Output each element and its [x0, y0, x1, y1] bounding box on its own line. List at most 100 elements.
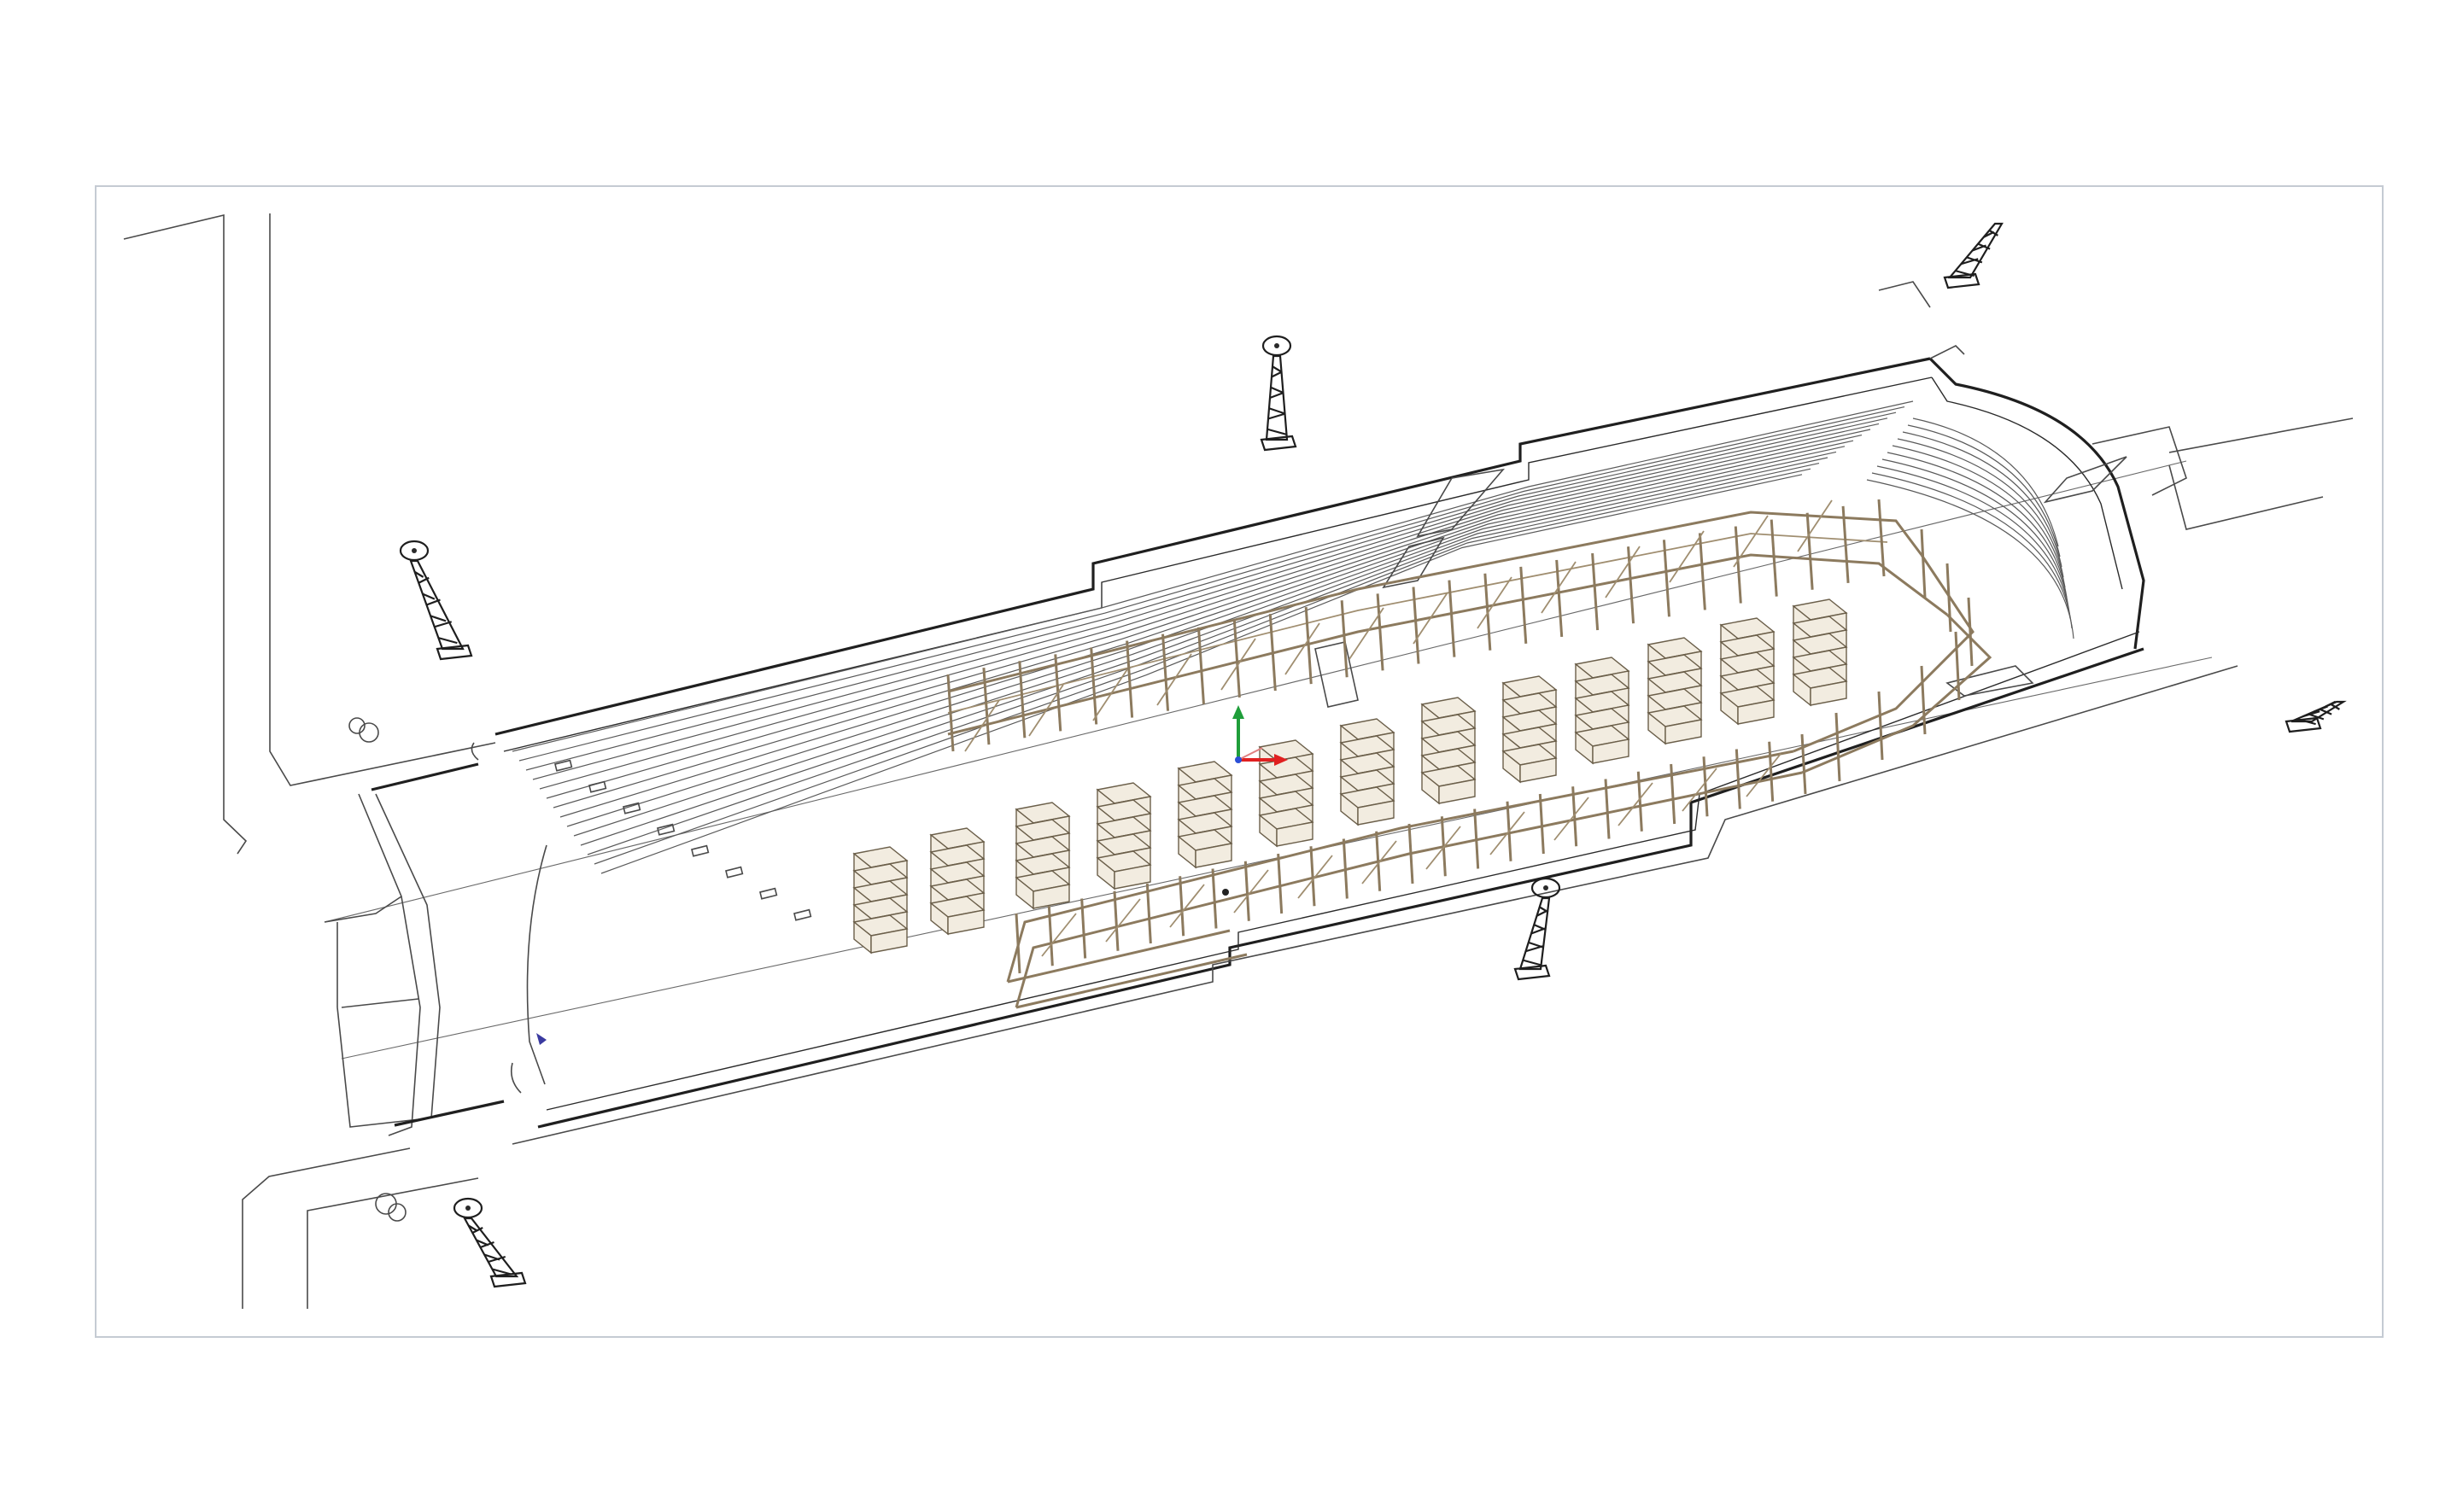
scaffold-post	[1662, 540, 1670, 617]
bale	[1519, 757, 1557, 783]
mast-lattice-bar	[422, 593, 436, 600]
mast-lattice-bar	[1530, 927, 1546, 935]
mast-lattice-bar	[1972, 244, 1986, 252]
scaffold-post	[1920, 528, 1927, 598]
tier-step	[588, 780, 607, 793]
scaffold-brace	[1233, 869, 1269, 914]
scaffold-brace	[964, 699, 1000, 752]
scaffold-post	[1805, 512, 1814, 590]
scaffold-brace	[1092, 668, 1128, 721]
scaffold-rail	[1801, 613, 1992, 774]
bale-stack	[1420, 697, 1477, 805]
bale	[1810, 680, 1847, 706]
curved-tribune	[1866, 417, 2074, 639]
seating-tier-line	[573, 451, 1837, 837]
mast-lattice-bar	[1522, 959, 1542, 966]
scaffold-post	[1841, 505, 1850, 583]
scaffold-post	[1735, 749, 1741, 809]
mast-lattice-bar	[1269, 391, 1284, 400]
bale	[1033, 884, 1070, 909]
scaffold-post	[1232, 620, 1241, 698]
tier-step	[691, 844, 710, 857]
scaffold-post	[1945, 563, 1952, 633]
scaffold-brace	[1169, 884, 1205, 928]
bollards	[348, 717, 407, 1222]
mast-base	[1260, 435, 1297, 452]
mast-lattice-bar	[480, 1241, 494, 1249]
scaffold-rail	[1793, 554, 1974, 753]
scaffold-post	[1376, 593, 1384, 671]
bale	[1357, 800, 1395, 826]
mast-lattice-bar	[1983, 231, 1995, 238]
scaffold-post	[1519, 566, 1528, 644]
mast-lattice-bar	[1536, 909, 1547, 917]
scaffold-rail	[947, 511, 1923, 693]
scaffold-post	[1770, 519, 1778, 597]
mast-lattice-bar	[1267, 428, 1287, 435]
mast-lamp-core	[465, 1206, 471, 1211]
scaffold-brace	[1733, 515, 1769, 568]
bale-stack	[1177, 761, 1233, 869]
scaffold-post	[1698, 533, 1706, 610]
scaffold-post	[1555, 559, 1564, 638]
seating-tier-line	[525, 412, 1897, 771]
mast-lattice-bar	[2314, 705, 2328, 713]
scaffold-brace	[1349, 607, 1384, 660]
light-mast-icon	[2285, 700, 2347, 733]
light-mast-icon	[1513, 877, 1561, 981]
bale	[870, 928, 908, 954]
scaffold-post	[1126, 640, 1134, 718]
tier-step	[623, 802, 641, 814]
mast-lattice	[1947, 222, 2004, 279]
mast-base	[2285, 716, 2322, 733]
scaffold-post	[1412, 587, 1420, 664]
scaffold-brace	[1797, 499, 1833, 552]
mast-lattice-bar	[2330, 703, 2340, 710]
scaffold-post	[1571, 786, 1578, 847]
scaffold-post	[1309, 846, 1316, 907]
curved-tier-line	[1876, 465, 2071, 619]
scaffold-post	[1304, 607, 1313, 685]
bale	[1114, 864, 1151, 890]
scaffold-brace	[1284, 622, 1320, 675]
mast-lattice-bar	[434, 621, 453, 628]
mast-lamp-core	[412, 548, 417, 553]
scaffold-post	[1920, 665, 1927, 735]
bale-stack	[1574, 657, 1630, 765]
viewport-frame	[95, 185, 2384, 1338]
curved-tier-line	[1902, 431, 2062, 568]
scaffold-brace	[1618, 782, 1653, 826]
scaffold-post	[1954, 631, 1961, 701]
mast-lattice	[463, 1217, 519, 1278]
scaffold-post	[1196, 627, 1205, 704]
scaffold-post	[1211, 868, 1218, 929]
scaffold-post	[1179, 876, 1185, 937]
mast-lattice	[409, 559, 465, 651]
tribune-stairs	[1314, 281, 2127, 708]
scaffold-post	[1113, 890, 1120, 951]
scaffold-post	[1670, 763, 1676, 825]
tier-step	[657, 823, 676, 836]
scaffold-brace	[1028, 684, 1064, 737]
bale	[1276, 821, 1313, 847]
scaffold-post	[1047, 906, 1054, 966]
scaffold-rail	[1007, 929, 1231, 984]
scaffold-post	[1538, 793, 1545, 855]
scaffold-post	[1604, 779, 1611, 839]
light-mast-icon	[1943, 222, 2004, 289]
bale-stack	[1719, 617, 1776, 726]
scaffold-brace	[1605, 546, 1641, 598]
scaffold-brace	[1361, 840, 1397, 884]
mast-lattice-bar	[1268, 407, 1285, 415]
scaffold-post	[1877, 691, 1884, 761]
mast-lattice-bar	[426, 598, 441, 606]
stacked-bales	[852, 598, 1848, 954]
scaffold-post	[1448, 580, 1456, 657]
axes-gizmo-icon	[1232, 705, 1288, 766]
seating-tier-line	[512, 400, 1914, 752]
curved-tier-line	[1887, 452, 2068, 598]
mast-lattice	[1518, 896, 1551, 971]
tier-step	[725, 866, 744, 879]
